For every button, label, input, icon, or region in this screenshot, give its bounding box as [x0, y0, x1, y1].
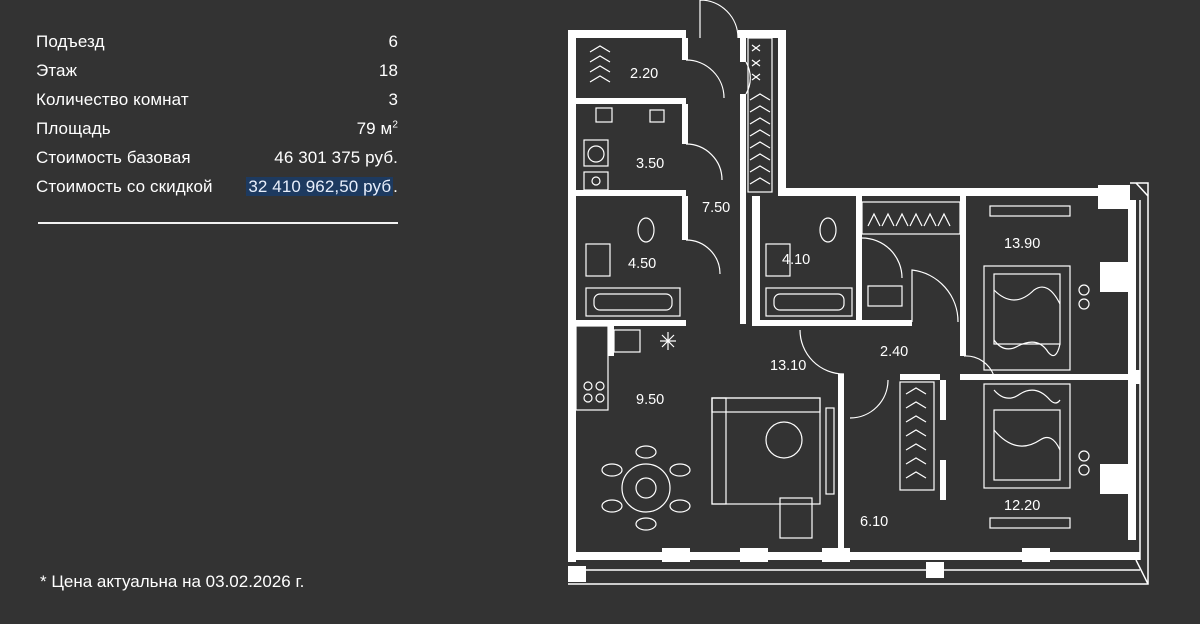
info-divider — [38, 222, 398, 224]
room-area-bath-1: 4.50 — [628, 256, 656, 272]
facade-glazing — [568, 182, 1149, 585]
room-labels: 2.20 3.50 7.50 4.50 4.10 13.90 2.40 13.1… — [628, 66, 1040, 530]
door-swings — [685, 0, 995, 419]
room-area-hall: 7.50 — [702, 200, 730, 216]
area-unit-sup: 2 — [392, 119, 398, 131]
base-price-label: Стоимость базовая — [36, 148, 191, 167]
room-area-kitchen: 9.50 — [636, 392, 664, 408]
room-area-living: 13.10 — [770, 358, 806, 374]
entrance-label: Подъезд — [36, 32, 105, 51]
room-area-bedroom-1: 13.90 — [1004, 236, 1040, 252]
floor-value: 18 — [378, 61, 398, 80]
room-area-bedroom-2: 12.20 — [1004, 498, 1040, 514]
room-area-wardrobe: 6.10 — [860, 514, 888, 530]
discount-price-suffix: . — [393, 177, 398, 196]
info-row-entrance: Подъезд 6 — [36, 32, 398, 61]
rooms-label: Количество комнат — [36, 90, 189, 109]
info-row-discount-price: Стоимость со скидкой 32 410 962,50 руб. — [36, 177, 398, 206]
info-row-base-price: Стоимость базовая 46 301 375 руб. — [36, 148, 398, 177]
info-row-floor: Этаж 18 — [36, 61, 398, 90]
apartment-info-panel: Подъезд 6 Этаж 18 Количество комнат 3 Пл… — [36, 32, 398, 206]
room-area-laundry: 3.50 — [636, 156, 664, 172]
discount-price-value[interactable]: 32 410 962,50 руб — [246, 177, 394, 196]
fixtures — [575, 37, 1090, 539]
floor-plan: 2.20 3.50 7.50 4.50 4.10 13.90 2.40 13.1… — [568, 0, 1149, 585]
base-price-value: 46 301 375 руб. — [274, 148, 398, 167]
room-area-bath-2: 4.10 — [782, 252, 810, 268]
area-value: 79 м — [356, 119, 393, 138]
closet-hangers-icon — [589, 45, 611, 83]
outer-walls — [568, 30, 1140, 582]
area-label: Площадь — [36, 119, 111, 138]
info-row-area: Площадь 79 м2 — [36, 119, 398, 148]
discount-price-label: Стоимость со скидкой — [36, 177, 213, 196]
discount-price-wrap: 32 410 962,50 руб. — [246, 177, 398, 197]
info-row-rooms: Количество комнат 3 — [36, 90, 398, 119]
area-value-wrap: 79 м2 — [357, 119, 398, 139]
room-area-closet: 2.20 — [630, 66, 658, 82]
price-date-note: * Цена актуальна на 03.02.2026 г. — [40, 572, 305, 591]
room-area-corridor: 2.40 — [880, 344, 908, 360]
entrance-value: 6 — [388, 32, 398, 51]
floor-label: Этаж — [36, 61, 78, 80]
interior-walls — [576, 38, 1140, 552]
rooms-value: 3 — [388, 90, 398, 109]
